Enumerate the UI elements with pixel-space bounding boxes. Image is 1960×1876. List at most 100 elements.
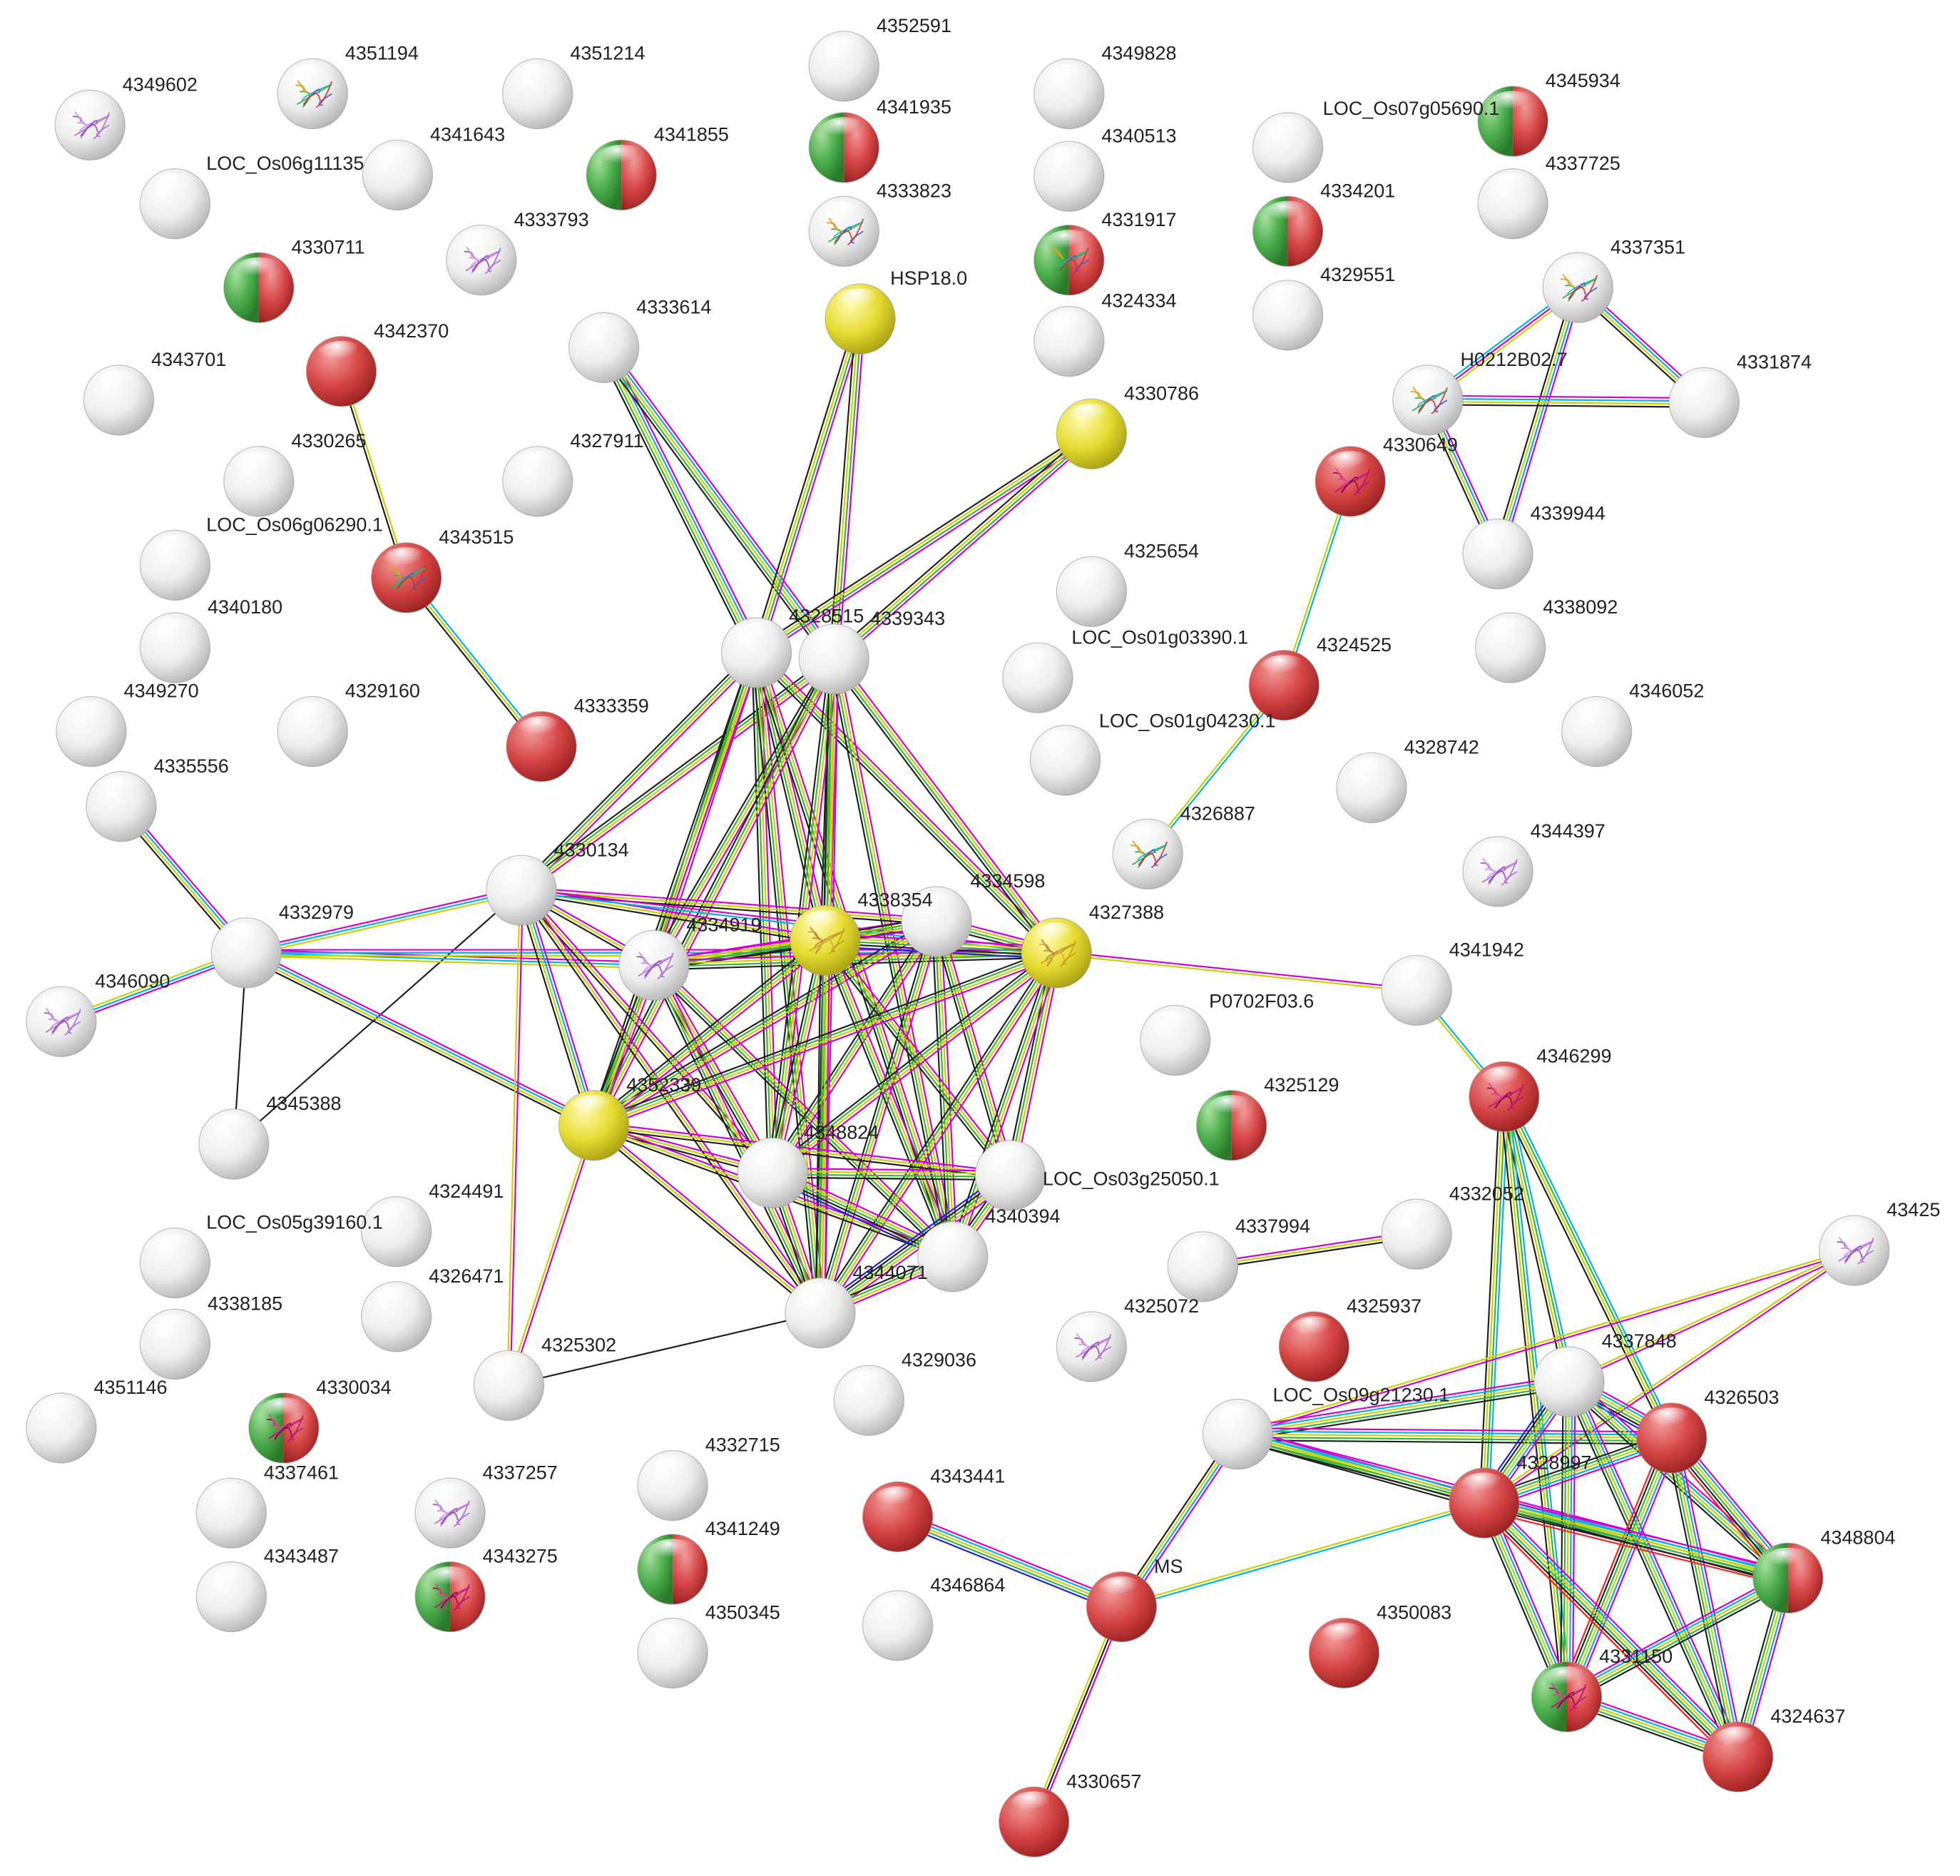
node-4352591[interactable]: 4352591: [808, 15, 951, 102]
node-4342370[interactable]: 4342370: [305, 320, 449, 407]
node-4324491[interactable]: 4324491: [361, 1181, 504, 1268]
node-4326471[interactable]: 4326471: [361, 1265, 504, 1352]
node-4352339[interactable]: 4352339: [558, 1074, 702, 1161]
node-4351194[interactable]: 4351194: [277, 43, 419, 130]
node-4343701[interactable]: 4343701: [83, 349, 226, 436]
node-LOC_Os01g04230.1[interactable]: LOC_Os01g04230.1: [1029, 710, 1276, 796]
edge-strand: [830, 429, 1089, 656]
node-4331874[interactable]: 4331874: [1668, 352, 1812, 439]
node-4346052[interactable]: 4346052: [1561, 680, 1704, 768]
node-4331150[interactable]: 4331150: [1531, 1646, 1673, 1733]
node-4330786[interactable]: 4330786: [1056, 382, 1199, 469]
node-4338185[interactable]: 4338185: [139, 1293, 282, 1380]
node-4325302[interactable]: 4325302: [473, 1334, 616, 1422]
node-4341643[interactable]: 4341643: [362, 124, 505, 211]
node-4339944[interactable]: 4339944: [1462, 503, 1606, 590]
node-4328515[interactable]: 4328515: [720, 605, 864, 688]
node-4346299[interactable]: 4346299: [1469, 1046, 1612, 1133]
node-4343441[interactable]: 4343441: [862, 1466, 1006, 1553]
node-4339343[interactable]: 4339343: [798, 608, 945, 695]
node-4324525[interactable]: 4324525: [1248, 634, 1392, 721]
node-LOC_Os01g03390.1[interactable]: LOC_Os01g03390.1: [1002, 626, 1248, 713]
node-4334919[interactable]: 4334919: [618, 914, 762, 1001]
node-4337725[interactable]: 4337725: [1477, 153, 1620, 240]
node-4328742[interactable]: 4328742: [1336, 737, 1479, 824]
node-4333823[interactable]: 4333823: [808, 180, 951, 267]
node-4330265[interactable]: 4330265: [223, 430, 367, 517]
node-4349270[interactable]: 4349270: [56, 680, 199, 768]
node-4343275[interactable]: 4343275: [414, 1546, 558, 1633]
node-4328997[interactable]: 4328997: [1449, 1452, 1592, 1539]
node-MS[interactable]: MS: [1086, 1556, 1183, 1643]
node-4343515[interactable]: 4343515: [371, 526, 514, 613]
node-4350083[interactable]: 4350083: [1308, 1602, 1451, 1689]
node-4341855[interactable]: 4341855: [586, 124, 729, 211]
node-4345388[interactable]: 4345388: [198, 1093, 342, 1180]
node-4341249[interactable]: 4341249: [637, 1518, 780, 1605]
node-4348804[interactable]: 4348804: [1752, 1526, 1896, 1614]
node-4344071[interactable]: 4344071: [785, 1262, 928, 1349]
node-4341935[interactable]: 4341935: [808, 96, 951, 183]
node-4330711[interactable]: 4330711: [223, 236, 365, 323]
node-4333359[interactable]: 4333359: [506, 695, 649, 782]
node-4344397[interactable]: 4344397: [1462, 820, 1606, 907]
node-4332715[interactable]: 4332715: [637, 1434, 780, 1521]
node-4333614[interactable]: 4333614: [568, 296, 712, 384]
node-4329551[interactable]: 4329551: [1252, 264, 1396, 351]
node-4324334[interactable]: 4324334: [1033, 290, 1177, 377]
node-4337994[interactable]: 4337994: [1167, 1215, 1310, 1303]
node-4335556[interactable]: 4335556: [86, 755, 229, 842]
node-LOC_Os05g39160.1[interactable]: LOC_Os05g39160.1: [139, 1212, 383, 1299]
node-4326887[interactable]: 4326887: [1112, 802, 1255, 889]
node-LOC_Os06g06290.1[interactable]: LOC_Os06g06290.1: [139, 514, 383, 601]
node-4337257[interactable]: 4337257: [414, 1462, 558, 1549]
node-4330134[interactable]: 4330134: [486, 839, 629, 926]
node-LOC_Os09g21230.1[interactable]: LOC_Os09g21230.1: [1202, 1385, 1449, 1470]
node-HSP18.0[interactable]: HSP18.0: [825, 267, 967, 355]
node-4334201[interactable]: 4334201: [1252, 180, 1396, 267]
node-4340180[interactable]: 4340180: [139, 596, 282, 683]
node-4329160[interactable]: 4329160: [277, 680, 420, 768]
node-4325129[interactable]: 4325129: [1196, 1074, 1339, 1161]
node-4338092[interactable]: 4338092: [1474, 596, 1618, 683]
node-4327911[interactable]: 4327911: [502, 430, 644, 517]
node-4343487[interactable]: 4343487: [195, 1546, 339, 1633]
node-4333793[interactable]: 4333793: [446, 209, 589, 296]
node-4340513[interactable]: 4340513: [1033, 125, 1177, 212]
node-4350345[interactable]: 4350345: [637, 1602, 780, 1689]
node-4345934[interactable]: 4345934: [1477, 70, 1620, 157]
node-4341942[interactable]: 4341942: [1381, 939, 1524, 1026]
node-4348824[interactable]: 4348824: [737, 1121, 879, 1208]
node-4325937[interactable]: 4325937: [1278, 1295, 1421, 1382]
node-4326503[interactable]: 4326503: [1636, 1387, 1780, 1474]
node-4325072[interactable]: 4325072: [1056, 1295, 1199, 1382]
node-4338354[interactable]: 4338354: [790, 889, 933, 976]
node-4334598[interactable]: 4334598: [901, 870, 1046, 957]
node-LOC_Os07g05690.1[interactable]: LOC_Os07g05690.1: [1252, 98, 1500, 183]
node-4351214[interactable]: 4351214: [502, 43, 645, 130]
node-4330649[interactable]: 4330649: [1315, 434, 1458, 517]
node-4349828[interactable]: 4349828: [1033, 43, 1177, 130]
node-4332979[interactable]: 4332979: [210, 902, 354, 989]
node-4332052[interactable]: 4332052: [1381, 1183, 1524, 1270]
node-4342591[interactable]: 43425: [1819, 1199, 1941, 1286]
node-4324637[interactable]: 4324637: [1702, 1706, 1846, 1793]
node-4337461[interactable]: 4337461: [195, 1462, 339, 1549]
node-4351146[interactable]: 4351146: [26, 1377, 168, 1464]
node-4346090[interactable]: 4346090: [26, 970, 170, 1057]
node-4329036[interactable]: 4329036: [833, 1350, 976, 1437]
node-4346864[interactable]: 4346864: [862, 1574, 1006, 1661]
node-H0212B02.7[interactable]: H0212B02.7: [1392, 349, 1568, 436]
node-4330034[interactable]: 4330034: [248, 1377, 392, 1464]
node-4330657[interactable]: 4330657: [999, 1770, 1142, 1857]
node-4340394[interactable]: 4340394: [917, 1205, 1061, 1293]
node-4331917[interactable]: 4331917: [1033, 209, 1177, 296]
node-4337848[interactable]: 4337848: [1533, 1330, 1677, 1417]
node-LOC_Os03g25050.1[interactable]: LOC_Os03g25050.1: [974, 1140, 1220, 1211]
node-P0702F03.6[interactable]: P0702F03.6: [1140, 990, 1315, 1076]
node-LOC_Os06g11135.1[interactable]: LOC_Os06g11135.1: [139, 153, 380, 240]
node-4337351[interactable]: 4337351: [1542, 236, 1685, 323]
node-4325654[interactable]: 4325654: [1056, 540, 1199, 627]
node-4349602[interactable]: 4349602: [54, 73, 198, 160]
node-4327388[interactable]: 4327388: [1021, 902, 1164, 989]
